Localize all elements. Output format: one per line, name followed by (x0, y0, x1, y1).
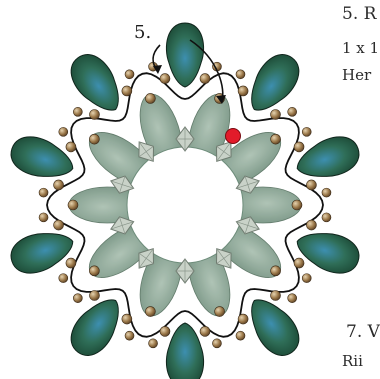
seed-bead (288, 294, 297, 303)
seed-bead (39, 188, 48, 197)
seed-bead (122, 86, 132, 96)
seed-bead (288, 107, 297, 116)
seed-bead (89, 109, 99, 119)
seed-bead (306, 180, 316, 190)
seed-bead (294, 142, 304, 152)
diagram-step-label: 5. (134, 22, 151, 43)
step7-heading: 7. V (346, 322, 380, 342)
petal-drop-bead (166, 323, 203, 379)
step7-text-line: Rii (342, 352, 363, 370)
inner-leaf-beads (69, 89, 301, 321)
seed-bead (294, 258, 304, 268)
petal-drop-bead (63, 290, 131, 364)
seed-bead (322, 213, 331, 222)
seed-bead (54, 220, 64, 230)
seed-bead (212, 339, 221, 348)
petal-drop-bead (63, 47, 131, 121)
petal-drop-bead (6, 131, 78, 186)
seed-bead (238, 86, 248, 96)
center-ring (127, 147, 243, 263)
seed-bead (73, 107, 82, 116)
petal-drop-bead (291, 131, 363, 186)
seed-bead (68, 200, 78, 210)
seed-bead (236, 331, 245, 340)
seed-bead (149, 339, 158, 348)
step5-text-line: 1 x 1 (342, 39, 379, 57)
seed-bead (39, 213, 48, 222)
seed-bead (302, 274, 311, 283)
highlight-bead (226, 129, 241, 144)
petal-drop-bead (291, 224, 363, 279)
seed-bead (302, 127, 311, 136)
seed-bead (89, 291, 99, 301)
seed-bead (292, 200, 302, 210)
seed-bead (145, 307, 155, 317)
seed-bead (215, 307, 225, 317)
petal-drop-bead (166, 23, 203, 87)
seed-bead (59, 127, 68, 136)
seed-bead (125, 331, 134, 340)
seed-bead (54, 180, 64, 190)
seed-bead (236, 70, 245, 79)
seed-bead (125, 70, 134, 79)
seed-bead (271, 291, 281, 301)
seed-bead (238, 314, 248, 324)
seed-bead (271, 266, 281, 276)
step5-heading: 5. R (342, 4, 376, 24)
seed-bead (59, 274, 68, 283)
seed-bead (160, 74, 170, 84)
seed-bead (306, 220, 316, 230)
seed-bead (160, 326, 170, 336)
petal-drop-bead (239, 290, 307, 364)
seed-bead (122, 314, 132, 324)
seed-bead (271, 134, 281, 144)
seed-bead (89, 266, 99, 276)
seed-bead (200, 326, 210, 336)
petal-drop-bead (6, 224, 78, 279)
seed-bead (322, 188, 331, 197)
petal-drop-bead (239, 47, 307, 121)
seed-bead (73, 294, 82, 303)
step5-text-line: Her (342, 66, 371, 84)
seed-bead (89, 134, 99, 144)
seed-bead (200, 74, 210, 84)
seed-bead (66, 142, 76, 152)
seed-bead (271, 109, 281, 119)
seed-bead (66, 258, 76, 268)
seed-bead (145, 93, 155, 103)
